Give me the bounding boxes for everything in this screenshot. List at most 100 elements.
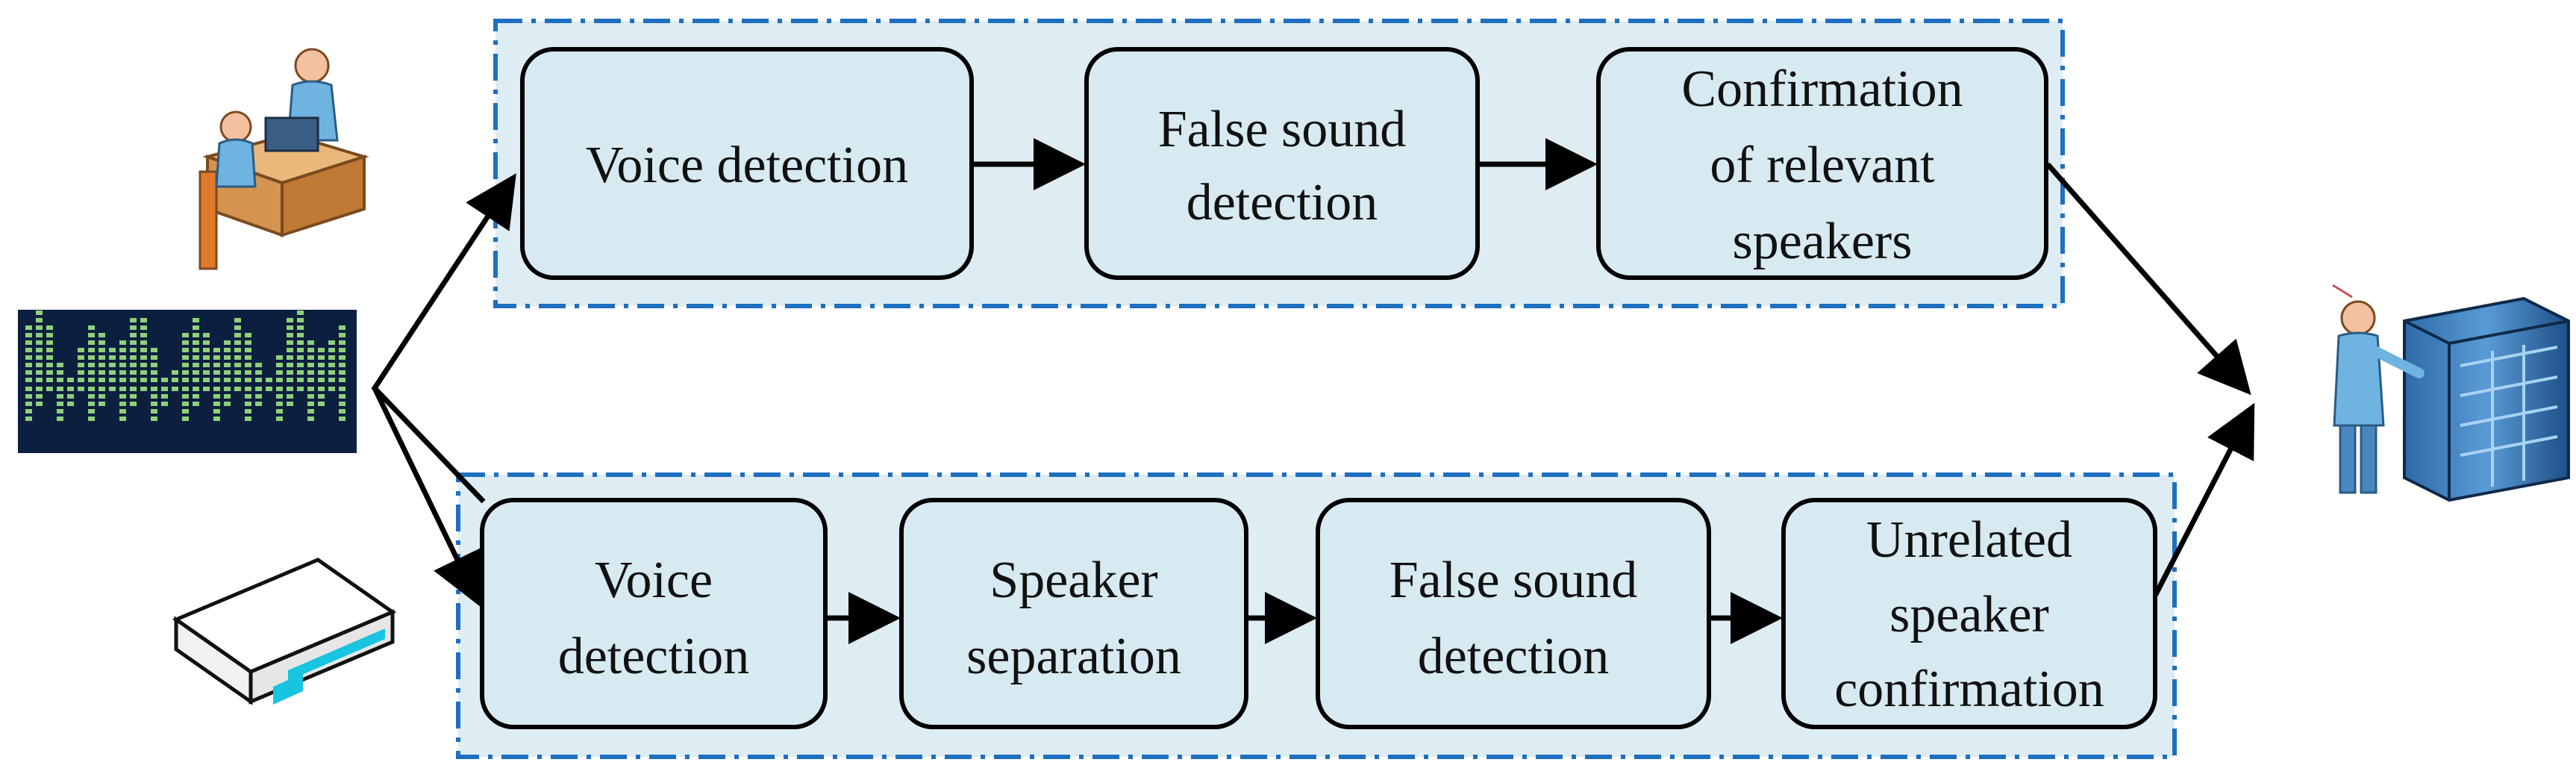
waveform-bar-segment (276, 370, 283, 375)
waveform-bar-segment (182, 363, 189, 367)
waveform-bar-segment (151, 378, 157, 382)
waveform-bar-segment (25, 340, 32, 345)
waveform-bar-segment (130, 325, 137, 330)
waveform-bar-segment (287, 348, 293, 352)
waveform-bar-segment (161, 378, 168, 382)
waveform-bar-segment (151, 348, 157, 352)
waveform-bar-segment (307, 394, 314, 399)
waveform-bar-segment (234, 370, 241, 375)
waveform-bar-segment (119, 394, 126, 399)
waveform-bar-segment (255, 370, 262, 375)
step-label-line1: False sound (1389, 552, 1638, 609)
waveform-bar-segment (140, 370, 147, 375)
waveform-bar-segment (57, 394, 63, 399)
audio-waveform-icon (18, 310, 357, 453)
waveform-bar-segment (67, 378, 74, 382)
bottom-step-false-sound-detection: False sound detection (1316, 498, 1711, 729)
waveform-bar-segment (119, 370, 126, 375)
waveform-bar-segment (213, 355, 220, 360)
waveform-bar-segment (88, 363, 95, 367)
waveform-bar-segment (119, 363, 126, 367)
waveform-bar-segment (36, 325, 43, 330)
waveform-bar-segment (276, 416, 283, 421)
step-label-line2: of relevant (1710, 137, 1935, 194)
waveform-bar-segment (88, 409, 95, 414)
waveform-bar-segment (130, 402, 137, 406)
waveform-bar-segment (297, 363, 304, 367)
waveform-bar-segment (36, 318, 43, 322)
waveform-bar-segment (36, 311, 43, 315)
waveform-bar-segment (36, 363, 43, 367)
waveform-bar-segment (151, 409, 157, 414)
waveform-bar-segment (109, 378, 116, 382)
waveform-bar-segment (234, 333, 241, 337)
waveform-bar-segment (25, 394, 32, 399)
waveform-bar-segment (88, 402, 95, 406)
recorder-device-icon (172, 558, 397, 705)
waveform-bar-segment (36, 333, 43, 337)
step-label-line2: detection (558, 628, 750, 685)
waveform-bar-segment (57, 370, 63, 375)
waveform-bar-segment (57, 409, 63, 414)
waveform-bar-segment (255, 363, 262, 367)
waveform-bar-segment (130, 318, 137, 322)
waveform-bar-segment (25, 416, 32, 421)
waveform-bar-segment (266, 378, 272, 382)
waveform-bar-segment (287, 402, 293, 406)
waveform-bar-segment (172, 370, 178, 375)
waveform-bar-segment (130, 333, 137, 337)
waveform-bar-segment (109, 348, 116, 352)
waveform-bar-segment (36, 370, 43, 375)
waveform-bar-segment (193, 325, 199, 330)
waveform-bar-segment (130, 348, 137, 352)
waveform-bar-segment (255, 387, 262, 391)
waveform-bar-segment (339, 355, 346, 360)
waveform-bar-segment (109, 387, 116, 391)
waveform-bar-segment (36, 402, 43, 406)
waveform-bar-segment (46, 378, 53, 382)
connectors (371, 138, 2255, 644)
waveform-bar-segment (307, 348, 314, 352)
waveform-bar-segment (130, 387, 137, 391)
waveform-bar-segment (99, 333, 105, 337)
waveform-bar-segment (109, 363, 116, 367)
waveform-bar-segment (151, 416, 157, 421)
waveform-bar-segment (99, 370, 105, 375)
waveform-bar-segment (224, 394, 231, 399)
step-label-line3: speakers (1732, 213, 1912, 270)
waveform-bar-segment (57, 378, 63, 382)
waveform-bar-segment (318, 348, 325, 352)
waveform-bar-segment (99, 363, 105, 367)
waveform-bar-segment (234, 348, 241, 352)
waveform-bar-segment (339, 416, 346, 421)
waveform-bar-segment (78, 370, 84, 375)
waveform-bar-segment (78, 387, 84, 391)
waveform-bar-segment (203, 378, 210, 382)
waveform-bar-segment (36, 378, 43, 382)
waveform-bar-segment (88, 340, 95, 345)
waveform-bar-segment (25, 363, 32, 367)
waveform-bar-segment (25, 355, 32, 360)
step-label-line3: confirmation (1834, 661, 2104, 718)
waveform-bar-segment (318, 370, 325, 375)
waveform-bar-segment (245, 340, 251, 345)
branch-to-bottom-arrow (372, 387, 481, 607)
waveform-bar-segment (36, 355, 43, 360)
waveform-bar-segment (234, 387, 241, 391)
waveform-bar-segment (287, 363, 293, 367)
waveform-bar-segment (297, 378, 304, 382)
waveform-bar-segment (287, 325, 293, 330)
waveform-bar-segment (130, 340, 137, 345)
waveform-bar-segment (36, 387, 43, 391)
waveform-bar-segment (213, 378, 220, 382)
waveform-bar-segment (203, 340, 210, 345)
waveform-bar-segment (287, 333, 293, 337)
waveform-bar-segment (88, 333, 95, 337)
waveform-bar-segment (234, 325, 241, 330)
waveform-bar-segment (245, 355, 251, 360)
waveform-bar-segment (88, 378, 95, 382)
waveform-bar-segment (307, 340, 314, 345)
waveform-bar-segment (182, 416, 189, 421)
waveform-bar-segment (318, 378, 325, 382)
